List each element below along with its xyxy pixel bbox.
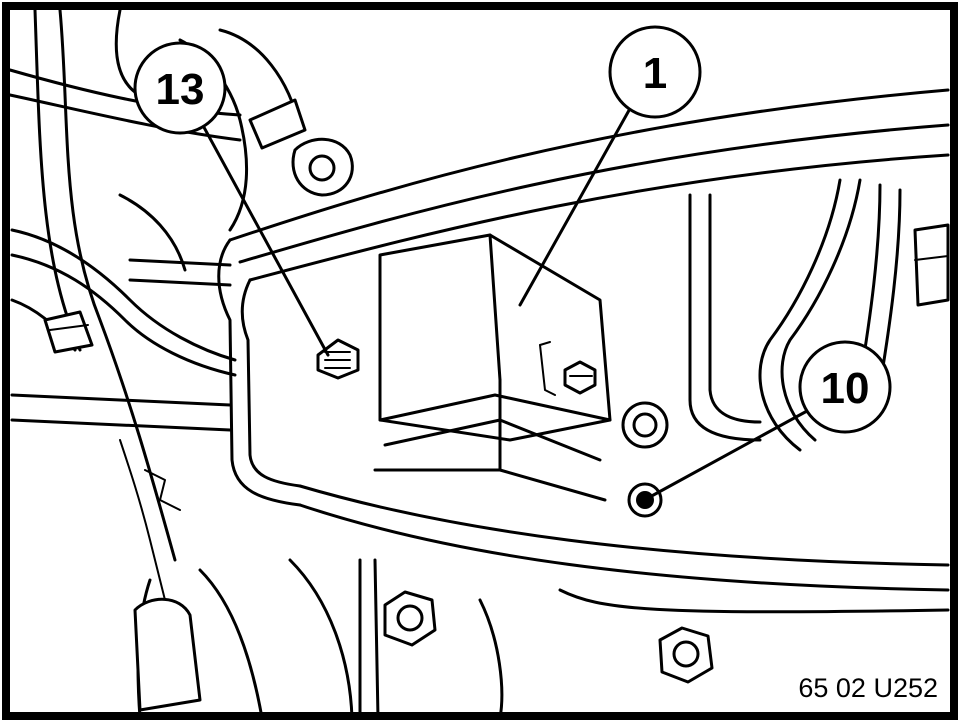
hose-clip-top <box>248 98 354 197</box>
bolt-upper-middle <box>621 401 669 449</box>
bolt-callout-10 <box>627 482 663 518</box>
callout-1-label: 1 <box>643 49 667 98</box>
callout-10-label: 10 <box>821 364 870 413</box>
leader-line-13 <box>198 118 330 357</box>
nut-small-bracket <box>563 360 597 395</box>
lower-body-panel <box>119 439 950 720</box>
figure-reference-code: 65 02 U252 <box>798 673 938 703</box>
bracket-part-1 <box>373 233 612 502</box>
hose-clip-left <box>43 310 94 354</box>
callout-10: 10 <box>798 340 892 434</box>
frame-beam <box>217 88 950 592</box>
bolt-callout-13 <box>316 338 360 380</box>
callout-13: 13 <box>133 41 227 135</box>
brake-lines-right <box>688 178 950 452</box>
leader-line-1 <box>518 103 634 307</box>
leader-line-10 <box>646 403 820 500</box>
callout-1: 1 <box>608 25 702 119</box>
nut-lower-right <box>658 626 714 684</box>
nut-lower-left <box>383 590 437 647</box>
callout-13-label: 13 <box>156 65 205 114</box>
